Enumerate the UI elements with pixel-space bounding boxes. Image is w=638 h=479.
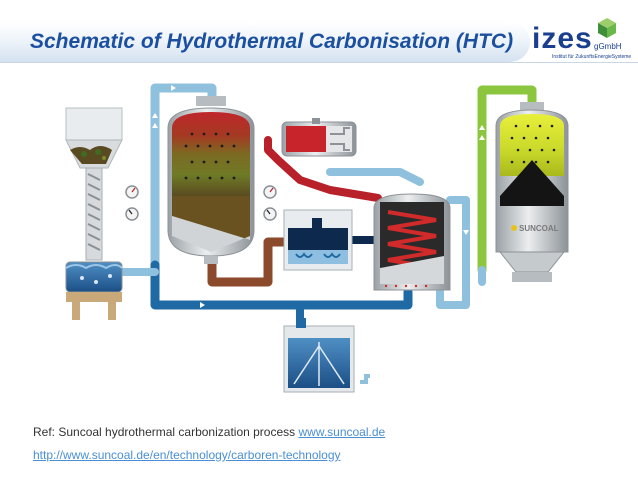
flow-arrow-icon	[200, 302, 205, 308]
mixing-tank	[65, 261, 123, 320]
header-divider	[0, 62, 638, 63]
reference-text: Ref: Suncoal hydrothermal carbonization …	[33, 425, 299, 439]
logo-suffix: gGmbH	[594, 42, 622, 51]
pipe-top-loop	[150, 83, 217, 270]
logo-cube-icon	[598, 18, 616, 38]
reference-link[interactable]: www.suncoal.de	[298, 425, 386, 439]
reference-url[interactable]: http://www.suncoal.de/en/technology/carb…	[33, 448, 341, 462]
pipe-red	[264, 136, 382, 202]
flow-arrow-icon	[152, 123, 158, 128]
title-banner	[0, 22, 530, 62]
flow-arrows	[152, 85, 485, 308]
pipe-network	[88, 83, 537, 324]
pipe-bottom-main	[295, 287, 413, 310]
flow-arrow-icon	[171, 85, 176, 91]
heat-exchanger-vessel	[373, 193, 451, 291]
suncoal-silo: SUNCOAL	[495, 102, 569, 282]
process-water-tank	[283, 318, 370, 393]
filter-press	[283, 209, 353, 271]
page-title: Schematic of Hydrothermal Carbonisation …	[30, 30, 514, 53]
pipe-right-up	[436, 196, 470, 309]
screw-conveyor	[85, 167, 103, 261]
steam-separator	[281, 118, 357, 157]
pipe-light-right	[326, 168, 424, 186]
suncoal-logo-icon	[511, 225, 517, 231]
flow-arrow-icon	[463, 230, 469, 235]
pipe-green	[477, 85, 537, 275]
logo-tagline: Institut für ZukunftsEnergieSysteme	[552, 54, 632, 60]
pressure-gauges	[125, 185, 277, 221]
pipe-brown	[207, 237, 293, 287]
flow-arrow-icon	[152, 113, 158, 118]
htc-reactor	[167, 96, 255, 264]
reference-line: Ref: Suncoal hydrothermal carbonization …	[33, 425, 385, 439]
feed-hopper	[65, 107, 123, 169]
suncoal-label: SUNCOAL	[519, 224, 559, 233]
flow-arrow-icon	[479, 135, 485, 140]
flow-arrow-icon	[479, 125, 485, 130]
logo-wordmark: izes	[532, 22, 593, 55]
